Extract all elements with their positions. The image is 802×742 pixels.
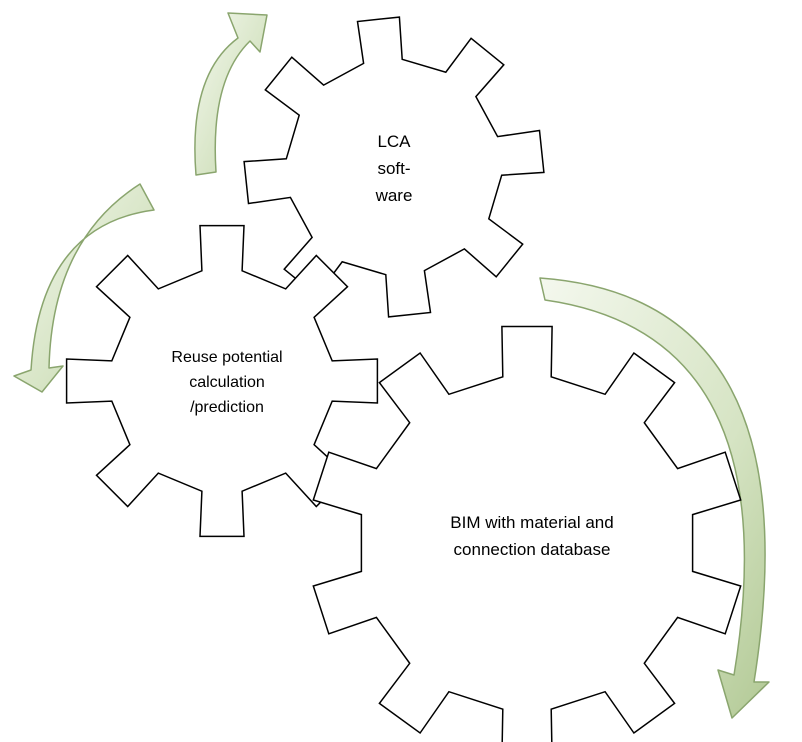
- bim-label-line-2: connection database: [454, 540, 611, 559]
- gears: [65, 16, 742, 742]
- arrow-left: [13, 183, 155, 393]
- reuse-label-line-1: Reuse potential: [171, 349, 282, 366]
- arrow-right: [539, 277, 770, 719]
- gear-labels: LCA soft- ware Reuse potential calculati…: [171, 132, 613, 559]
- lca-label-line-1: LCA: [377, 132, 411, 151]
- cycle-arrows: [13, 12, 770, 719]
- lca-gear: [243, 16, 545, 318]
- bim-label-line-1: BIM with material and: [450, 513, 613, 532]
- arrow-top: [194, 12, 268, 176]
- bim-gear: [312, 325, 742, 742]
- reuse-gear: [65, 224, 379, 538]
- lca-label-line-2: soft-: [377, 159, 410, 178]
- reuse-label-line-2: calculation: [189, 374, 265, 391]
- reuse-label-line-3: /prediction: [190, 399, 264, 416]
- lca-label-line-3: ware: [375, 186, 413, 205]
